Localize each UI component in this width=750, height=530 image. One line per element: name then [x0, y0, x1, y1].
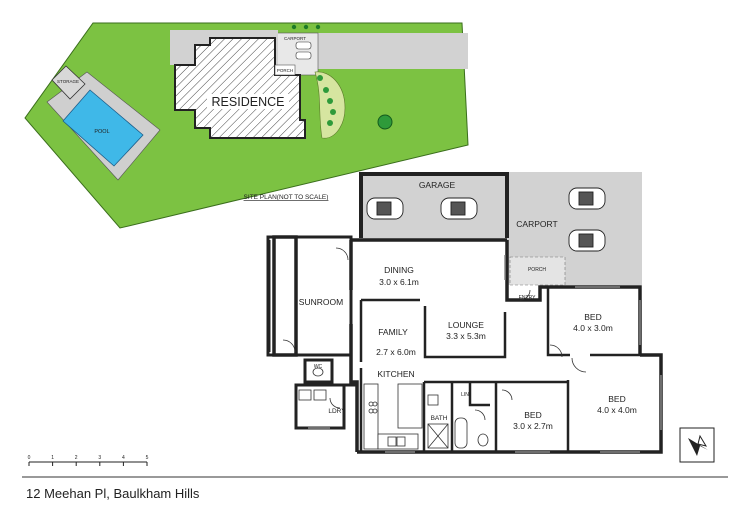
driveway [300, 33, 468, 69]
lin-label: LIN [461, 392, 469, 398]
residence-label-box [207, 94, 289, 109]
lounge-label: LOUNGE [448, 320, 484, 330]
storage-label: STORAGE [57, 79, 79, 84]
scale-tick-label: 1 [51, 455, 54, 461]
bed1-dimensions: 4.0 x 3.0m [573, 323, 613, 333]
lounge-dimensions: 3.3 x 5.3m [446, 331, 486, 341]
bath-label: BATH [431, 415, 448, 422]
scale-tick-label: 5 [146, 455, 149, 461]
carport-label: CARPORT [516, 219, 557, 229]
entry-label: ENTRY [519, 295, 537, 301]
property-address: 12 Meehan Pl, Baulkham Hills [26, 486, 200, 501]
laundry-walls [294, 358, 357, 430]
house-walls [272, 235, 663, 454]
bed2-label: BED [608, 394, 625, 404]
bed3-dimensions: 3.0 x 2.7m [513, 421, 553, 431]
wc-label: WC [314, 364, 323, 370]
storage-shed [51, 65, 86, 100]
residence-footprint [174, 37, 306, 139]
garage-label: GARAGE [419, 180, 456, 190]
garage-walls [359, 172, 509, 238]
floor-plan-main: GARAGE CARPORT PORCH ENTRY DINING 3.0 x … [266, 172, 663, 454]
kitchen-counter [363, 383, 423, 450]
tree-icon [377, 114, 393, 130]
doors [282, 247, 587, 421]
site-plan: RESIDENCE POOL STORAGE CARPORT PORCH SIT… [24, 22, 469, 229]
site-plan-caption: SITE PLAN(NOT TO SCALE) [244, 194, 329, 201]
ldry-label: LDRY [328, 408, 346, 415]
pool [62, 89, 144, 167]
site-porch [274, 64, 296, 76]
shrubs [291, 24, 336, 126]
garden-bed [314, 71, 346, 139]
bathroom-fixtures [298, 367, 489, 449]
residence-label: RESIDENCE [212, 95, 285, 109]
scale-bar: 0 1 2 3 4 5 [28, 455, 149, 466]
car-icon [295, 41, 312, 60]
dining-dimensions: 3.0 x 6.1m [379, 277, 419, 287]
scale-tick-label: 0 [28, 455, 31, 461]
family-dimensions: 2.7 x 6.0m [376, 347, 416, 357]
interior-walls [359, 287, 640, 452]
north-arrow-icon [679, 427, 715, 463]
bed1-label: BED [584, 312, 601, 322]
scale-tick-label: 3 [98, 455, 101, 461]
pool-label: POOL [94, 129, 109, 135]
family-label: FAMILY [378, 327, 408, 337]
porch-area [509, 256, 566, 286]
porch-label: PORCH [528, 267, 546, 273]
scale-tick-label: 4 [122, 455, 125, 461]
bed3-label: BED [524, 410, 541, 420]
bed2-dimensions: 4.0 x 4.0m [597, 405, 637, 415]
dining-label: DINING [384, 265, 414, 275]
sunroom-label: SUNROOM [299, 297, 343, 307]
site-porch-label: PORCH [277, 68, 293, 73]
sunroom-walls [266, 235, 353, 357]
kitchen-label: KITCHEN [377, 369, 414, 379]
site-carport-label: CARPORT [284, 36, 306, 41]
scale-tick-label: 2 [75, 455, 78, 461]
car-icon [366, 187, 606, 252]
windows [308, 255, 662, 453]
